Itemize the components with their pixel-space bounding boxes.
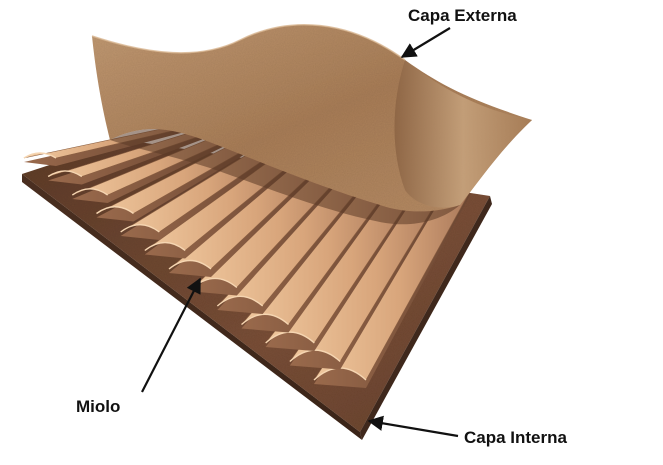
outer-liner-edge-highlight bbox=[91, 24, 406, 61]
flute-end-profile bbox=[23, 152, 57, 159]
fluting-label: Miolo bbox=[76, 397, 121, 416]
arrow-to-outer-liner bbox=[400, 27, 451, 58]
inner-liner-edge bbox=[22, 174, 362, 440]
flute-end-profile bbox=[216, 295, 264, 307]
flute-end-profile bbox=[120, 223, 160, 233]
outer-liner-sheet bbox=[91, 24, 532, 225]
outer-liner-curl bbox=[394, 60, 532, 208]
arrow-to-inner-liner bbox=[367, 415, 459, 438]
flute-end-profile bbox=[47, 170, 83, 178]
outer-liner-fold-shadow bbox=[110, 129, 460, 225]
outer-liner-label: Capa Externa bbox=[408, 6, 517, 25]
flute-end-profile bbox=[289, 349, 341, 363]
flute-end-profile bbox=[168, 259, 212, 270]
flute-end-profile bbox=[241, 313, 289, 326]
inner-liner-label: Capa Interna bbox=[464, 428, 567, 447]
inner-liner-right-edge bbox=[360, 196, 492, 440]
arrow-to-fluting bbox=[141, 277, 201, 393]
flute-end-profile bbox=[96, 206, 134, 215]
flute-end-profile bbox=[144, 241, 186, 252]
flute-end-profile bbox=[265, 331, 315, 344]
flute-end-profile bbox=[71, 188, 109, 196]
annotation-arrows bbox=[141, 27, 459, 438]
